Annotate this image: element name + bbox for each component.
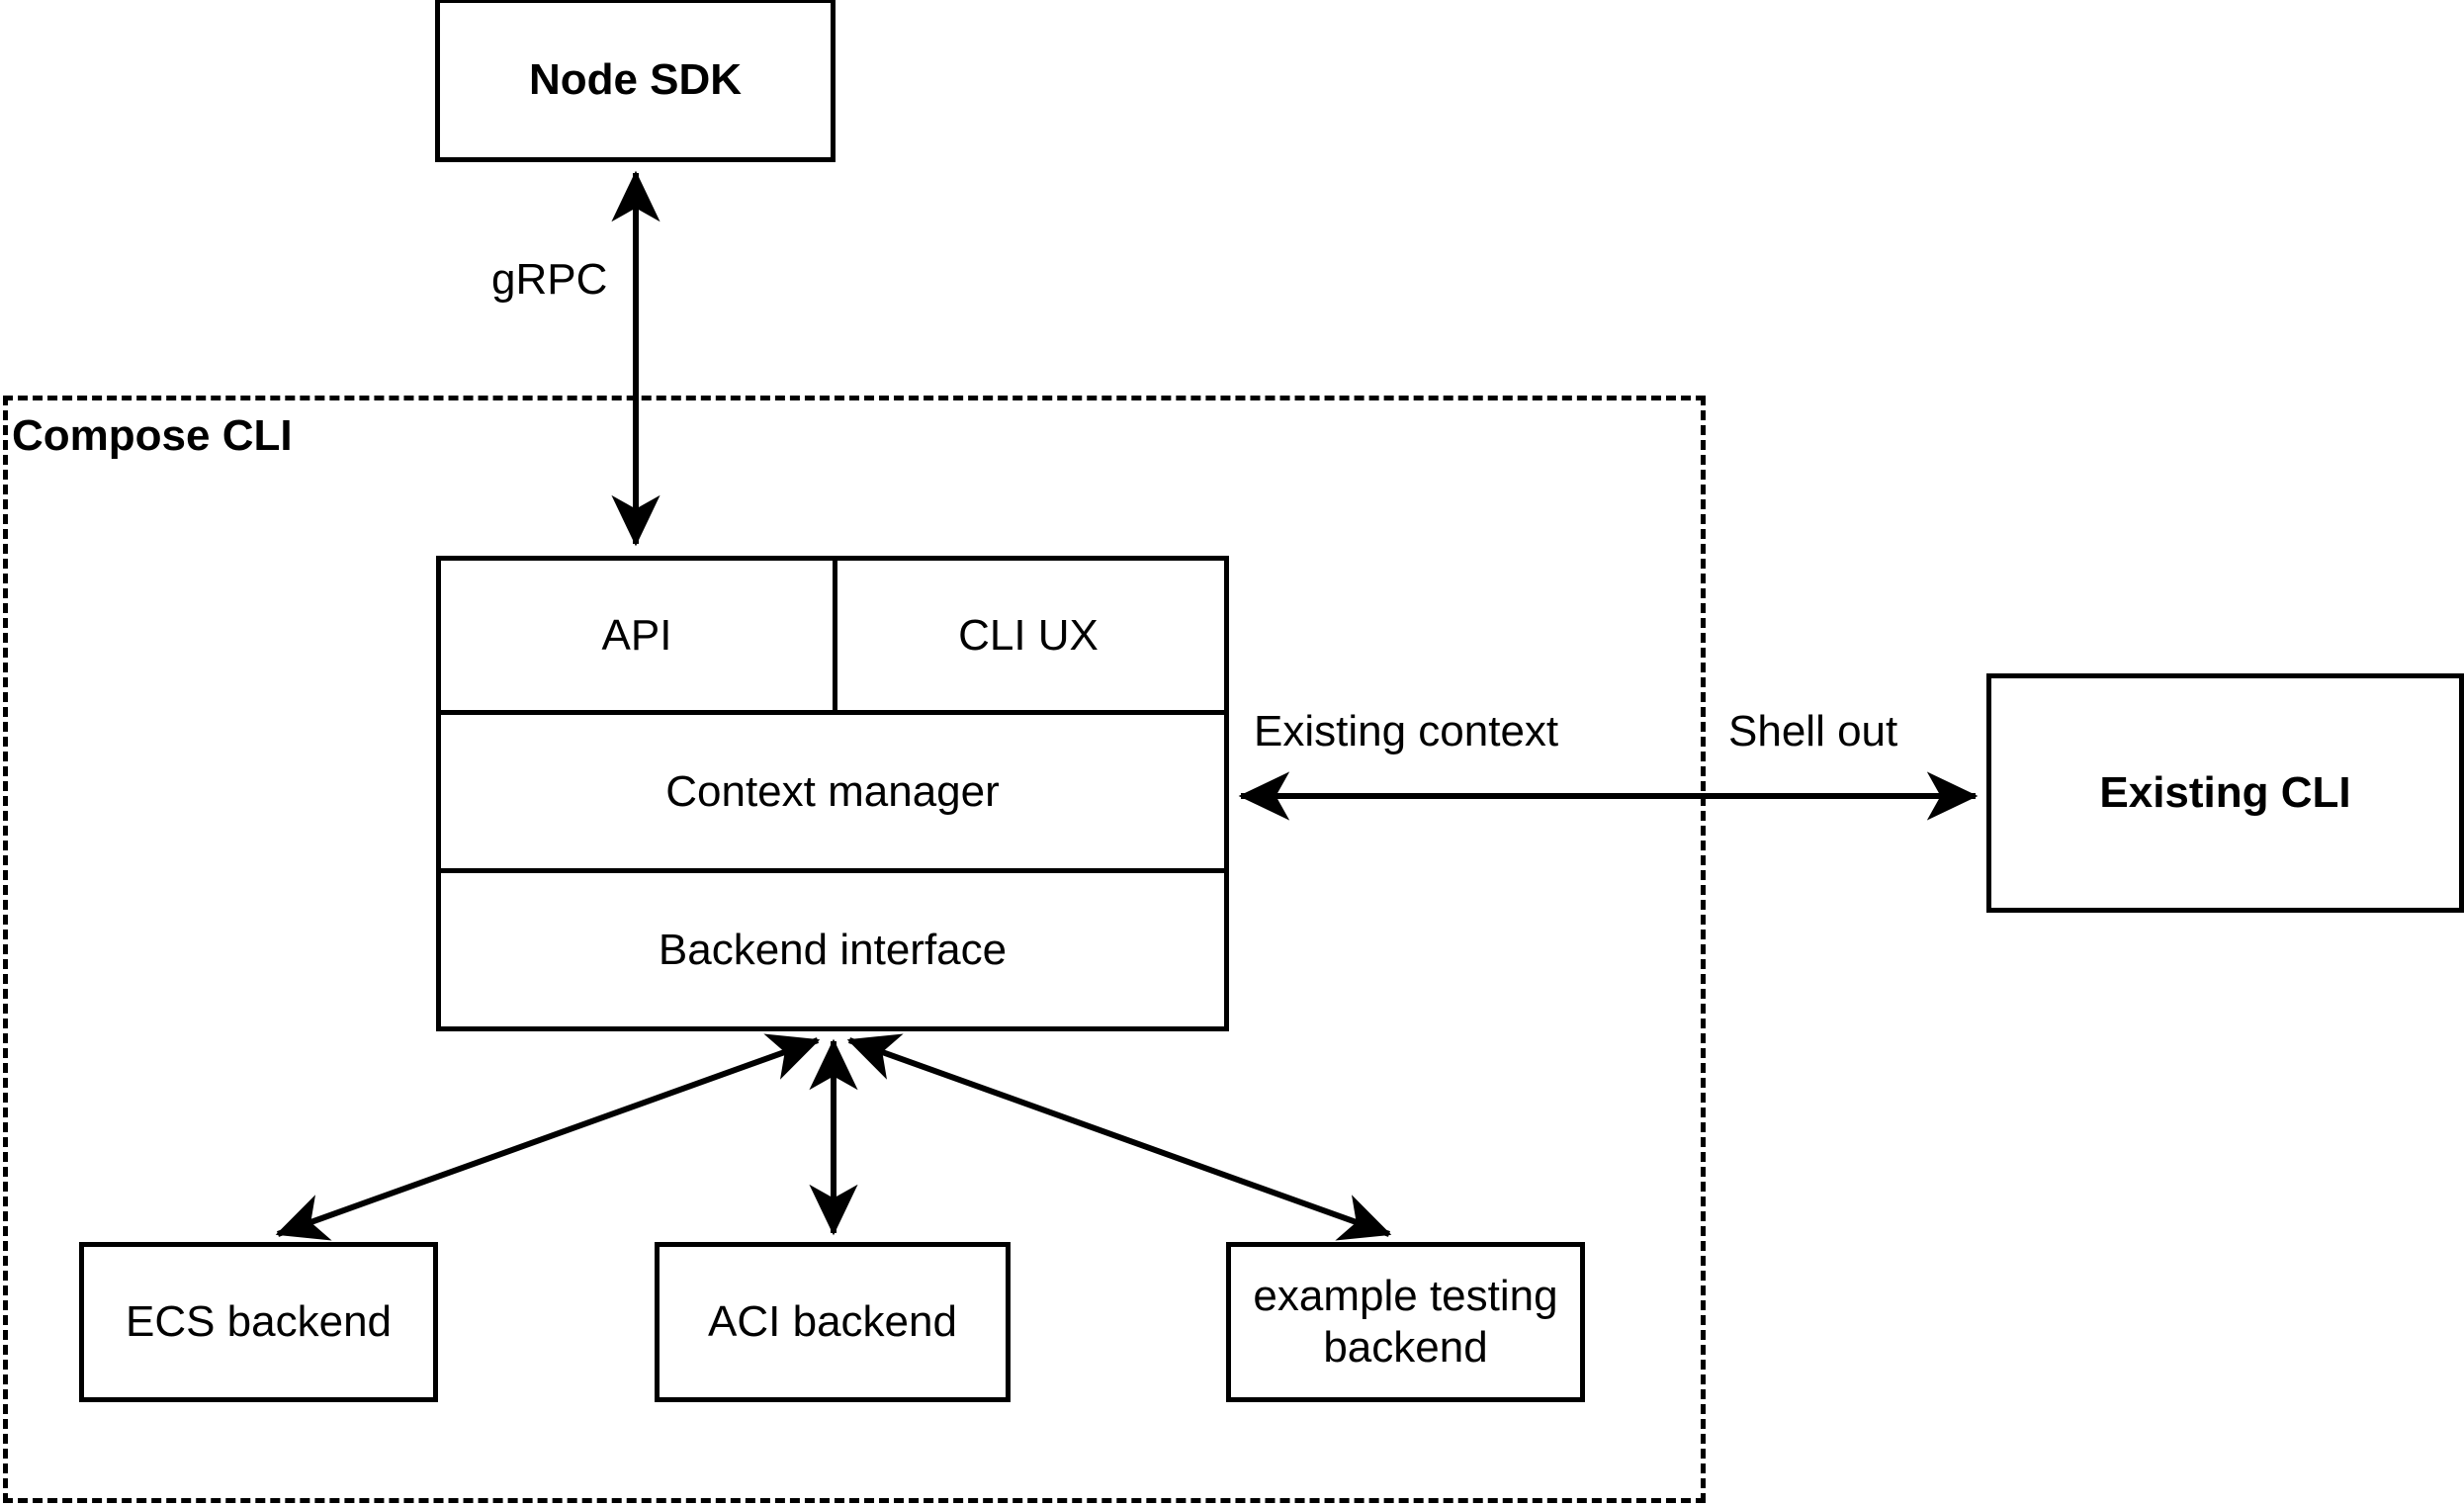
existing-cli-label: Existing CLI <box>2099 768 2351 818</box>
stack-cell-api[interactable]: API <box>441 561 833 710</box>
stack-divider-1 <box>441 710 1224 715</box>
ecs-backend-box[interactable]: ECS backend <box>79 1242 438 1402</box>
edge-label-grpc: gRPC <box>491 255 608 304</box>
context-manager-label: Context manager <box>665 766 1000 816</box>
backend-interface-label: Backend interface <box>658 925 1008 974</box>
aci-backend-label: ACI backend <box>708 1297 957 1347</box>
stack-row-api-cliux: API CLI UX <box>441 561 1224 710</box>
ecs-backend-label: ECS backend <box>125 1297 393 1347</box>
stack-row-context-manager[interactable]: Context manager <box>441 715 1224 868</box>
node-sdk-box[interactable]: Node SDK <box>435 0 836 162</box>
compose-cli-stack: API CLI UX Context manager Backend inter… <box>436 556 1229 1031</box>
node-sdk-label: Node SDK <box>528 55 743 105</box>
example-testing-backend-label: example testing backend <box>1253 1272 1558 1372</box>
stack-cell-context-manager[interactable]: Context manager <box>441 715 1224 868</box>
compose-cli-container <box>3 396 1706 1503</box>
stack-cell-cli-ux[interactable]: CLI UX <box>833 561 1224 710</box>
compose-cli-container-label: Compose CLI <box>12 411 293 460</box>
edge-label-existing-context: Existing context <box>1254 707 1559 755</box>
stack-vertical-divider <box>833 561 837 710</box>
cli-ux-label: CLI UX <box>958 610 1099 660</box>
api-label: API <box>601 610 672 660</box>
stack-cell-backend-interface[interactable]: Backend interface <box>441 873 1224 1026</box>
edge-label-shell-out: Shell out <box>1728 707 1898 755</box>
existing-cli-box[interactable]: Existing CLI <box>1986 673 2464 913</box>
example-testing-backend-box[interactable]: example testing backend <box>1226 1242 1585 1402</box>
stack-row-backend-interface[interactable]: Backend interface <box>441 873 1224 1026</box>
aci-backend-box[interactable]: ACI backend <box>655 1242 1011 1402</box>
stack-divider-2 <box>441 868 1224 873</box>
